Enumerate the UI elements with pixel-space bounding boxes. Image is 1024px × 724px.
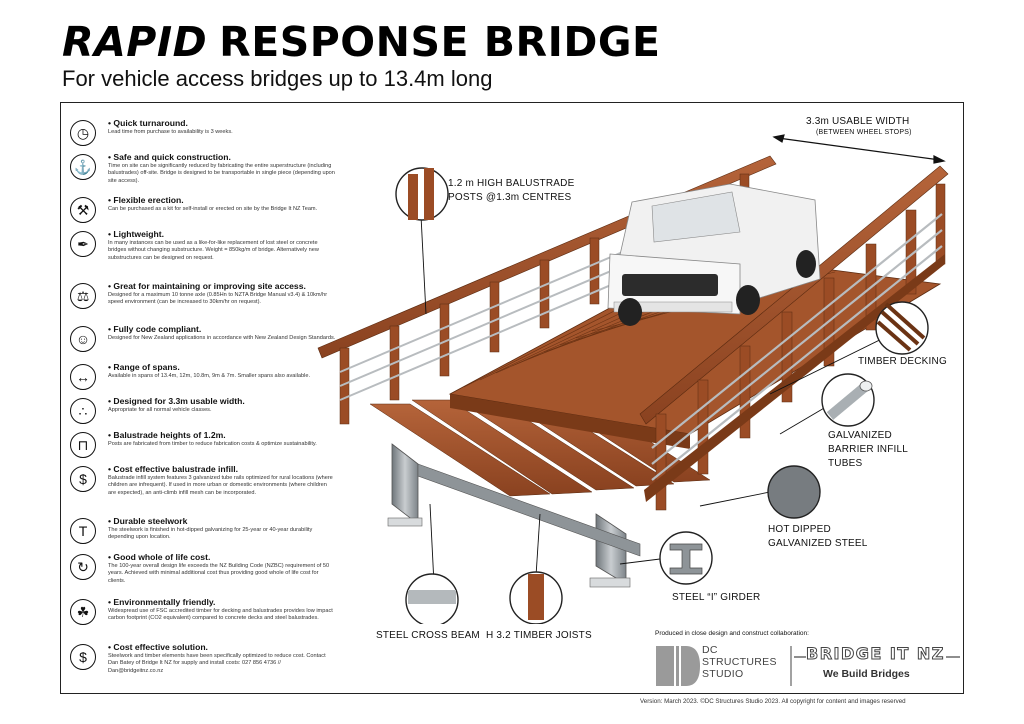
joists-label: H 3.2 TIMBER JOISTS [486, 630, 592, 641]
dc-line-2: STRUCTURES [702, 656, 777, 668]
cross-beam-detail-circle [405, 573, 459, 624]
feature-text: Available in spans of 13.4m, 12m, 10.8m,… [108, 373, 310, 379]
feature-title: Designed for 3.3m usable width. [108, 396, 336, 406]
version-note: Version: March 2023. ©DC Structures Stud… [640, 698, 906, 705]
feature-text: Steelwork and timber elements have been … [108, 653, 326, 674]
balustrade-posts-label-1: 1.2 m HIGH BALUSTRADE [448, 178, 575, 189]
width-dimension-arrow [772, 134, 946, 164]
title-rest: RESPONSE BRIDGE [219, 18, 661, 66]
feature-text: Appropriate for all normal vehicle class… [108, 407, 212, 413]
dc-structures-text: DC STRUCTURES STUDIO [702, 644, 777, 680]
feature-text: Widespread use of FSC accredited timber … [108, 608, 333, 622]
feature-text: In many instances can be used as a like-… [108, 240, 319, 261]
feature-text: The steelwork is finished in hot-dipped … [108, 527, 313, 541]
infill-label-3: TUBES [828, 458, 863, 469]
decking-detail-circle [875, 301, 929, 355]
clock-icon: ◷ [70, 120, 96, 146]
bridge-it-nz-title: BRIDGE IT NZ [806, 644, 945, 664]
leaf-icon: ☘ [70, 599, 96, 625]
balustrade-posts-label-2: POSTS @1.3m CENTRES [448, 192, 572, 203]
feature-title: Cost effective balustrade infill. [108, 464, 336, 474]
infill-label-2: BARRIER INFILL [828, 444, 909, 455]
crane-hook-icon: ⚓ [70, 154, 96, 180]
balustrade-icon: ⊓ [70, 432, 96, 458]
feature-text: Time on site can be significantly reduce… [108, 163, 335, 184]
steel-girders [387, 443, 641, 588]
feature-title: Fully code compliant. [108, 324, 336, 334]
cost-icon: $ [70, 644, 96, 670]
bridge-illustration [317, 134, 949, 624]
feather-icon: ✒ [70, 231, 96, 257]
tube-detail-circle [821, 373, 875, 427]
feature-text: Balustrade infill system features 3 galv… [108, 475, 333, 496]
hdg-label-1: HOT DIPPED [768, 524, 831, 535]
engineer-icon: ☺ [70, 326, 96, 352]
feature-title: Good whole of life cost. [108, 552, 336, 562]
girder-detail-circle [659, 531, 713, 585]
weight-icon: ⚖ [70, 283, 96, 309]
girder-label: STEEL “I” GIRDER [672, 592, 761, 603]
infill-label-1: GALVANIZED [828, 430, 892, 441]
feature-title: Flexible erection. [108, 195, 336, 205]
feature-title: Range of spans. [108, 362, 336, 372]
hdg-steel-detail-circle [767, 465, 821, 519]
feature-title: Lightweight. [108, 229, 336, 239]
bridge-it-nz-logo [790, 646, 960, 686]
collaboration-note: Produced in close design and construct c… [655, 630, 809, 637]
page-subtitle: For vehicle access bridges up to 13.4m l… [62, 66, 493, 91]
bridge-it-nz-tagline: We Build Bridges [823, 668, 910, 680]
timber-decking-label: TIMBER DECKING [858, 356, 947, 367]
feature-title: Balustrade heights of 1.2m. [108, 430, 336, 440]
lifecycle-icon: ↻ [70, 554, 96, 580]
joist-detail-circle [509, 571, 563, 624]
right-balustrade [639, 165, 949, 511]
feature-title: Durable steelwork [108, 516, 336, 526]
wrench-icon: ⚒ [70, 197, 96, 223]
feature-text: Designed for a maximum 10 tonne axle (0.… [108, 292, 328, 306]
feature-text: Can be purchased as a kit for self-insta… [108, 206, 318, 212]
usable-width-note: (BETWEEN WHEEL STOPS) [816, 129, 912, 136]
feature-text: Lead time from purchase to availability … [108, 129, 233, 135]
span-arrows-icon: ↔ [70, 364, 96, 390]
feature-title: Great for maintaining or improving site … [108, 281, 336, 291]
truck-illustration [607, 183, 821, 326]
dc-line-3: STUDIO [702, 668, 744, 680]
cross-beam-label: STEEL CROSS BEAM [376, 630, 480, 641]
dc-structures-logo [656, 646, 700, 686]
balustrade-detail-circle [395, 167, 449, 221]
feature-title: Environmentally friendly. [108, 597, 336, 607]
title-italic: RAPID [62, 18, 208, 66]
usable-width-label: 3.3m USABLE WIDTH [806, 116, 910, 127]
feature-title: Safe and quick construction. [108, 152, 336, 162]
footprints-icon: ∴ [70, 398, 96, 424]
feature-text: Designed for New Zealand applications in… [108, 335, 336, 341]
dc-line-1: DC [702, 644, 718, 656]
feature-text: The 100-year overall design life exceeds… [108, 563, 330, 584]
content-frame [60, 102, 964, 694]
cost-icon: $ [70, 466, 96, 492]
feature-title: Quick turnaround. [108, 118, 336, 128]
hdg-label-2: GALVANIZED STEEL [768, 538, 868, 549]
steel-beam-icon: T [70, 518, 96, 544]
feature-title: Cost effective solution. [108, 642, 336, 652]
feature-text: Posts are fabricated from timber to redu… [108, 441, 317, 447]
